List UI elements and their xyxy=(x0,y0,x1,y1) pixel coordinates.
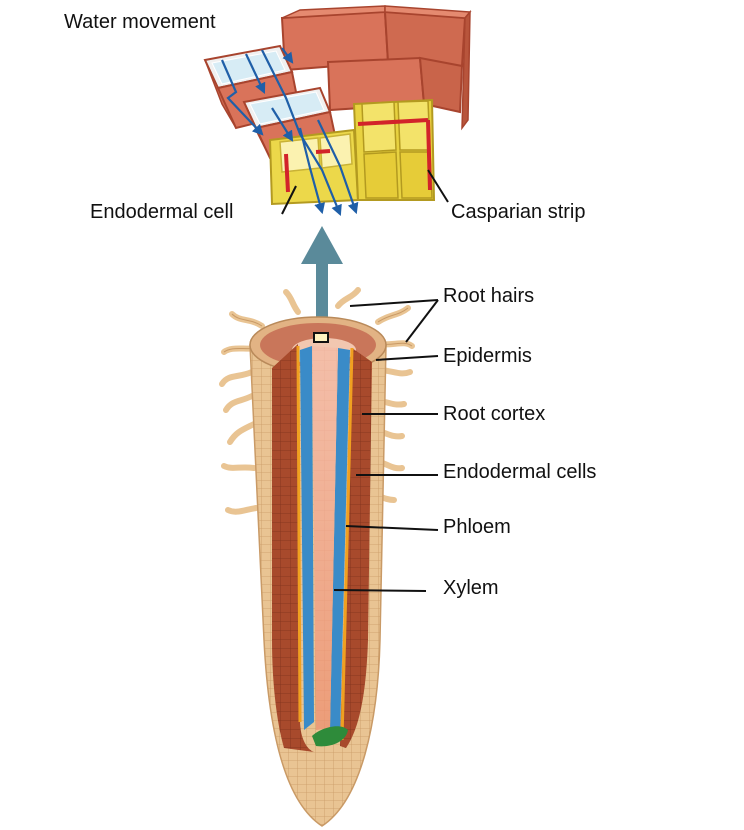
label-casparian-strip: Casparian strip xyxy=(451,201,586,223)
label-endodermal-cell: Endodermal cell xyxy=(90,201,234,223)
root-cross-section xyxy=(219,287,415,827)
leader-lines xyxy=(281,169,449,592)
label-xylem: Xylem xyxy=(443,577,499,599)
label-endodermal-cells: Endodermal cells xyxy=(443,461,597,483)
zoom-arrow xyxy=(301,226,343,320)
cell-block-inset xyxy=(203,5,472,217)
label-epidermis: Epidermis xyxy=(443,345,532,367)
label-water-movement: Water movement xyxy=(64,11,216,33)
label-root-hairs: Root hairs xyxy=(443,285,535,307)
label-phloem: Phloem xyxy=(443,516,511,538)
label-root-cortex: Root cortex xyxy=(443,403,546,425)
